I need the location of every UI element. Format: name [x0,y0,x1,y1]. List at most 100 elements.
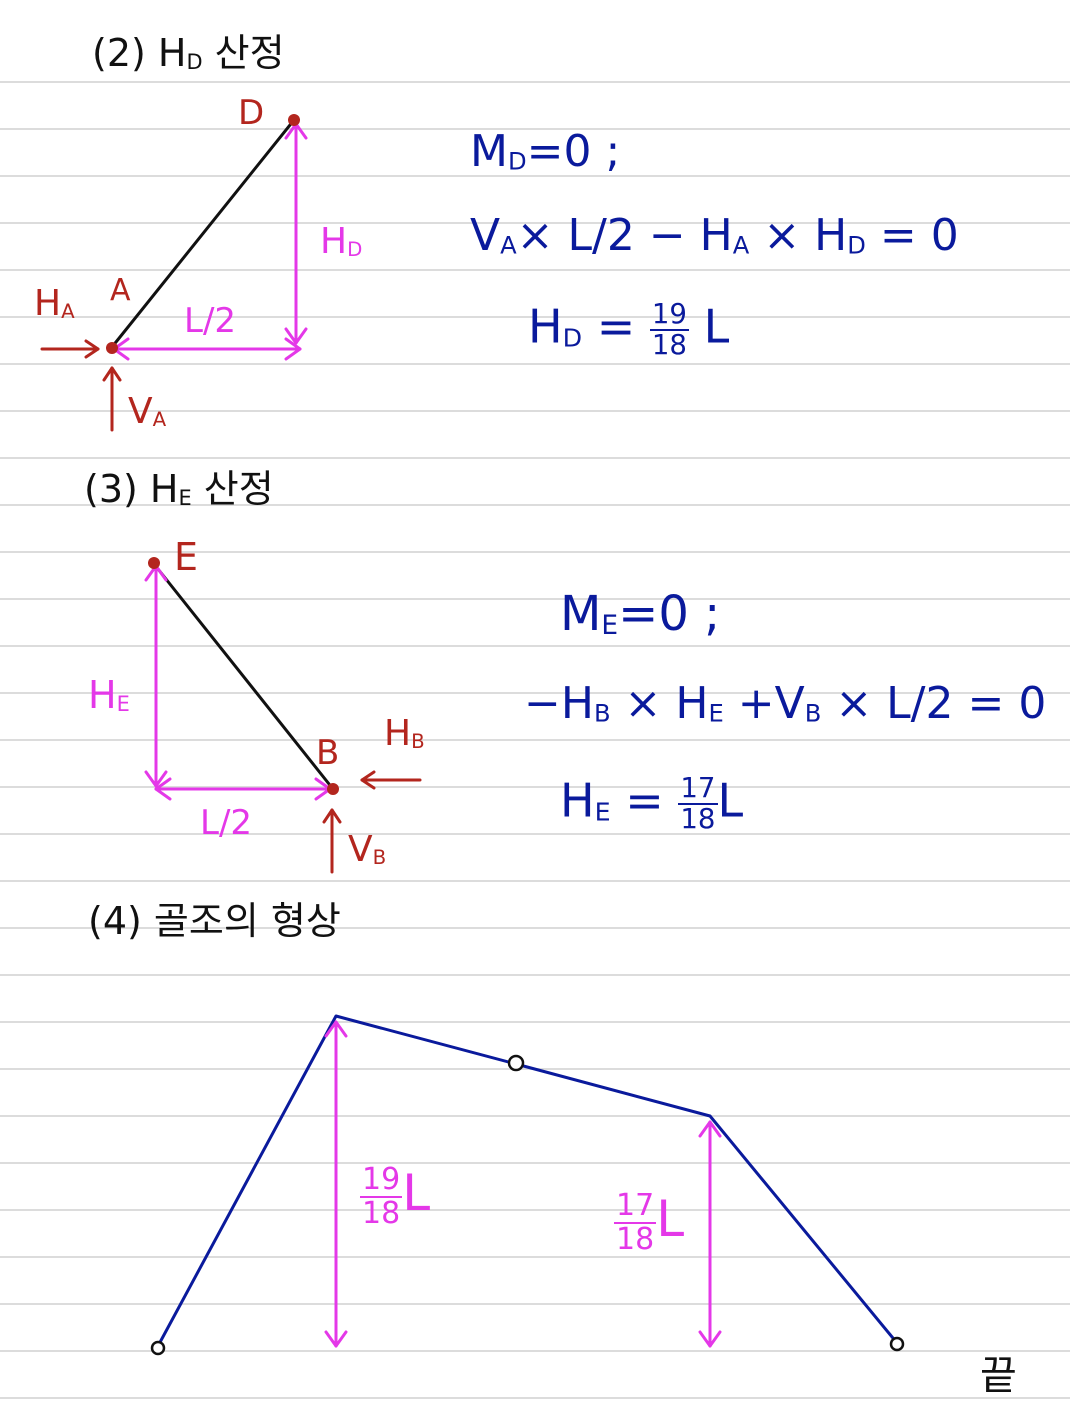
section2-eq2: VA× L/2 − HA × HD = 0 [470,214,959,258]
section4-title: (4) 골조의 형상 [88,899,341,943]
frame-shape [150,1014,905,1356]
section2-title-text: (2) H [92,31,187,75]
s3-eq3-eq: = [610,773,679,828]
hd-dimension-sub: D [347,237,363,261]
hinge-right-support [889,1336,905,1352]
frame-members [156,1014,899,1348]
dim-right-num: 17 [614,1188,657,1224]
vb-force-sub: B [372,845,387,869]
s3-eq1-rhs: =0 ; [618,586,721,642]
s3-eq2-a: −H [524,678,594,729]
s3-eq2-a-sub: B [593,699,611,728]
eq1-rhs: =0 ; [526,126,621,177]
dim-right-unit: L [656,1190,685,1248]
hb-force-text: H [384,713,412,754]
point-b-label: B [316,733,340,773]
force-va-arrow [102,366,122,432]
eq2-v-sub: A [500,231,517,260]
joint-e [148,557,160,569]
eq2-v: V [470,210,501,261]
eq2-hd-sub: D [847,231,866,260]
dim-left-den: 18 [362,1195,401,1231]
he-dimension-sub: E [116,692,130,717]
member-eb [152,562,335,791]
section3-diagram [144,557,422,874]
joint-b [327,783,339,795]
force-vb-arrow [322,808,342,874]
dim-right-height-arrow [698,1120,722,1348]
dim-left-height-arrow [324,1020,348,1348]
hinge-crown [507,1054,525,1072]
joint-d [288,114,300,126]
dim-l2-arrow-d [112,337,302,361]
he-dimension-label: HE [88,676,130,715]
s3-eq3-h: H [560,773,595,828]
section2-diagram [40,114,308,432]
eq2-h-sub: A [732,231,750,260]
point-e-label: E [174,535,199,579]
end-mark: 끝 [980,1353,1017,1399]
member-ad [110,118,296,349]
s3-eq2-b-sub: E [708,699,724,728]
section3-eq2: −HB × HE +VB × L/2 = 0 [524,682,1046,726]
eq2-x: × H [749,210,848,261]
hd-fraction-num: 19 [649,297,689,331]
s3-eq2-c: +V [723,678,805,729]
ha-force-text: H [34,283,62,324]
force-ha-arrow [40,339,100,359]
hd-dimension-text: H [320,221,348,262]
section2-eq1: MD=0 ; [470,130,620,174]
eq3-h: H [528,299,563,354]
hb-force-label: HB [384,716,425,752]
eq2-mid: × L/2 − H [516,210,733,261]
eq3-eq: = [582,299,650,354]
section3-eq1: ME=0 ; [560,590,720,639]
l2-label-d: L/2 [184,301,237,341]
section2-title-sub: D [186,50,203,75]
dim-left-unit: L [402,1164,431,1222]
dim-right-den: 18 [616,1221,655,1257]
ha-force-label: HA [34,286,75,322]
va-force-text: V [128,391,153,432]
vb-force-text: V [348,829,373,870]
section3-title-sub: E [178,486,192,511]
s3-eq2-c-sub: B [804,699,822,728]
hd-dimension-label: HD [320,224,362,260]
vb-force-label: VB [348,832,386,868]
he-fraction-num: 17 [678,771,718,805]
dim-hd-arrow [284,122,308,345]
he-fraction-den: 18 [680,801,716,835]
dim-left-num: 19 [360,1162,403,1198]
l2-label-e: L/2 [200,803,253,843]
section3-title-text: (3) H [84,467,179,511]
s3-eq3-h-sub: E [594,797,611,827]
s3-eq2-b: × H [610,678,709,729]
s3-eq3-unit: L [717,773,744,828]
va-force-label: VA [128,394,166,430]
section2-title: (2) HD 산정 [92,34,285,73]
va-force-sub: A [152,407,167,431]
s3-eq2-d: × L/2 = 0 [821,678,1047,729]
force-hb-arrow [360,770,422,790]
hinge-left-support [150,1340,166,1356]
eq1-m: M [470,126,508,177]
section3-title-word: 산정 [203,467,274,511]
section3-title: (3) HE 산정 [84,470,274,509]
eq1-m-sub: D [507,147,527,176]
joint-a [106,342,118,354]
s3-eq1-m: M [560,586,602,642]
eq2-end: = 0 [865,210,959,261]
hd-fraction-den: 18 [651,327,687,361]
eq3-unit: L [703,299,730,354]
eq3-h-sub: D [562,323,583,353]
s3-eq1-m-sub: E [601,609,619,641]
rule-lines [0,81,1070,1399]
